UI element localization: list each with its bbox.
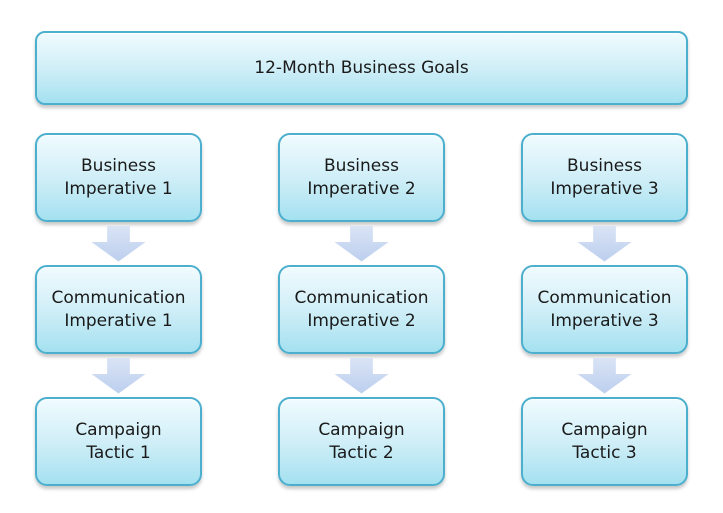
campaign-tactic-2-box: Campaign Tactic 2 [278,397,445,486]
arrow-slot [35,222,202,265]
campaign-tactic-1-box: Campaign Tactic 1 [35,397,202,486]
arrow-slot [521,222,688,265]
box-label-line: Campaign [561,419,648,440]
arrow-slot [521,354,688,397]
box-label-line: Tactic 3 [572,442,637,463]
down-arrow-icon [91,357,146,394]
arrow-slot [35,354,202,397]
box-label-line: Imperative 3 [550,310,659,331]
communication-imperative-2-box: Communication Imperative 2 [278,265,445,354]
box-label-line: Imperative 1 [64,310,173,331]
box-label-line: Campaign [75,419,162,440]
box-label-line: Imperative 1 [64,178,173,199]
down-arrow-icon [577,225,632,262]
business-goals-label: 12-Month Business Goals [254,57,469,78]
box-label-line: Communication [294,287,429,308]
box-label-line: Imperative 3 [550,178,659,199]
business-imperative-2-box: Business Imperative 2 [278,133,445,222]
down-arrow-icon [91,225,146,262]
box-label-line: Communication [51,287,186,308]
box-label-line: Communication [537,287,672,308]
down-arrow-icon [334,357,389,394]
column-2: Business Imperative 2 Communication Impe… [278,133,445,486]
column-1: Business Imperative 1 Communication Impe… [35,133,202,486]
business-imperative-1-box: Business Imperative 1 [35,133,202,222]
box-label-line: Imperative 2 [307,310,416,331]
arrow-slot [278,222,445,265]
box-label-line: Business [324,155,399,176]
box-label-line: Imperative 2 [307,178,416,199]
column-3: Business Imperative 3 Communication Impe… [521,133,688,486]
box-label-line: Tactic 1 [86,442,151,463]
box-label-line: Tactic 2 [329,442,394,463]
down-arrow-icon [334,225,389,262]
business-goals-box: 12-Month Business Goals [35,31,688,105]
down-arrow-icon [577,357,632,394]
communication-imperative-3-box: Communication Imperative 3 [521,265,688,354]
box-label-line: Business [567,155,642,176]
columns-row: Business Imperative 1 Communication Impe… [35,133,688,486]
box-label-line: Business [81,155,156,176]
business-imperative-3-box: Business Imperative 3 [521,133,688,222]
arrow-slot [278,354,445,397]
communication-imperative-1-box: Communication Imperative 1 [35,265,202,354]
campaign-tactic-3-box: Campaign Tactic 3 [521,397,688,486]
box-label-line: Campaign [318,419,405,440]
